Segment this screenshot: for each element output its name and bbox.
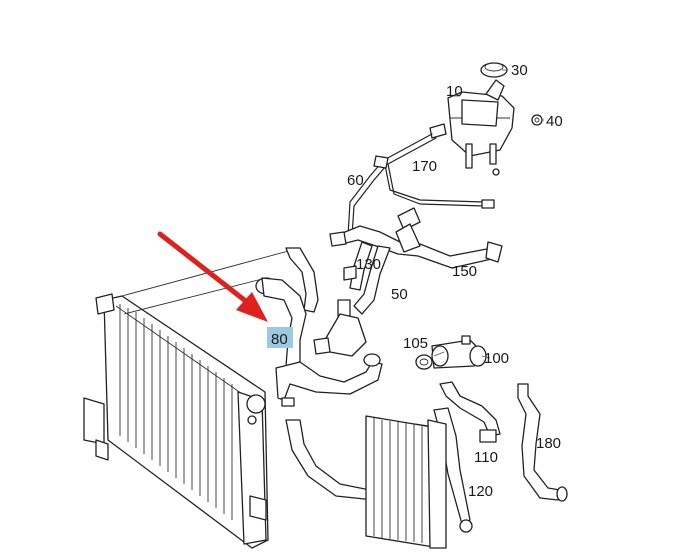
label-110: 110 [474, 449, 498, 466]
hose-130 [343, 241, 373, 291]
pointer-arrow [157, 231, 268, 322]
label-105: 105 [403, 335, 428, 352]
expansion-tank [429, 79, 515, 176]
label-150: 150 [452, 263, 477, 280]
label-60: 60 [347, 172, 364, 189]
pipe-100 [431, 335, 487, 369]
label-50: 50 [391, 286, 408, 303]
label-80: 80 [271, 331, 288, 348]
radiator [83, 249, 293, 549]
label-40: 40 [546, 113, 563, 130]
vent-line-60 [347, 155, 389, 237]
leader-lines [433, 69, 544, 359]
hose-50 [313, 245, 391, 357]
seal-105 [415, 354, 433, 370]
label-30: 30 [511, 62, 528, 79]
auxiliary-cooler [365, 415, 473, 549]
label-180: 180 [536, 435, 561, 452]
label-100: 100 [484, 350, 509, 367]
label-120: 120 [468, 483, 493, 500]
label-10: 10 [446, 83, 463, 100]
label-130: 130 [356, 256, 381, 273]
hose-180 [517, 383, 568, 502]
label-170: 170 [412, 158, 437, 175]
vent-line-170 [383, 133, 495, 209]
highlight-80 [267, 327, 293, 348]
clamp-110 [479, 429, 497, 443]
hose-80 [255, 247, 383, 407]
drain-plug [531, 114, 543, 126]
hose-150 [329, 207, 503, 269]
